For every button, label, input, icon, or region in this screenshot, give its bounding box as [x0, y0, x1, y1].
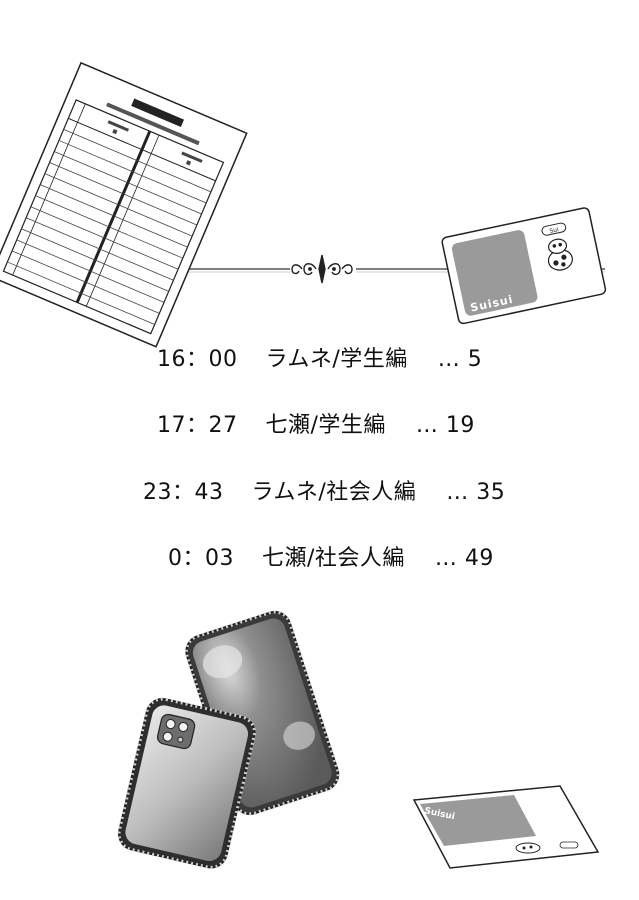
toc-entry: 0：03 七瀬/社会人編 … 49	[0, 539, 639, 579]
toc-page: … 5	[437, 347, 483, 372]
toc-entry: 17：27 七瀬/学生編 … 19	[0, 406, 639, 446]
toc-title: ラムネ/学生編	[265, 347, 408, 372]
smartphone-illustration	[117, 610, 340, 869]
toc-entry: 16：00 ラムネ/学生編 … 5	[0, 340, 639, 380]
toc-time: 0：03	[168, 546, 234, 571]
toc-time: 16：00	[157, 347, 238, 372]
toc-page: … 35	[446, 480, 506, 505]
toc-title: ラムネ/社会人編	[251, 480, 417, 505]
toc-title: 七瀬/社会人編	[262, 546, 405, 571]
toc-time: 17：27	[157, 413, 238, 438]
ic-card-illustration-lower: Suisui	[412, 785, 600, 869]
toc-entry: 23：43 ラムネ/社会人編 … 35	[0, 473, 639, 513]
toc-time: 23：43	[143, 480, 224, 505]
ic-card-illustration: Sui Suisui	[441, 207, 607, 325]
toc-page: … 49	[434, 546, 494, 571]
timetable-sheet-illustration	[0, 61, 248, 348]
toc-page: … 19	[415, 413, 475, 438]
toc-title: 七瀬/学生編	[265, 413, 386, 438]
card-badge-text: Sui	[549, 226, 560, 235]
